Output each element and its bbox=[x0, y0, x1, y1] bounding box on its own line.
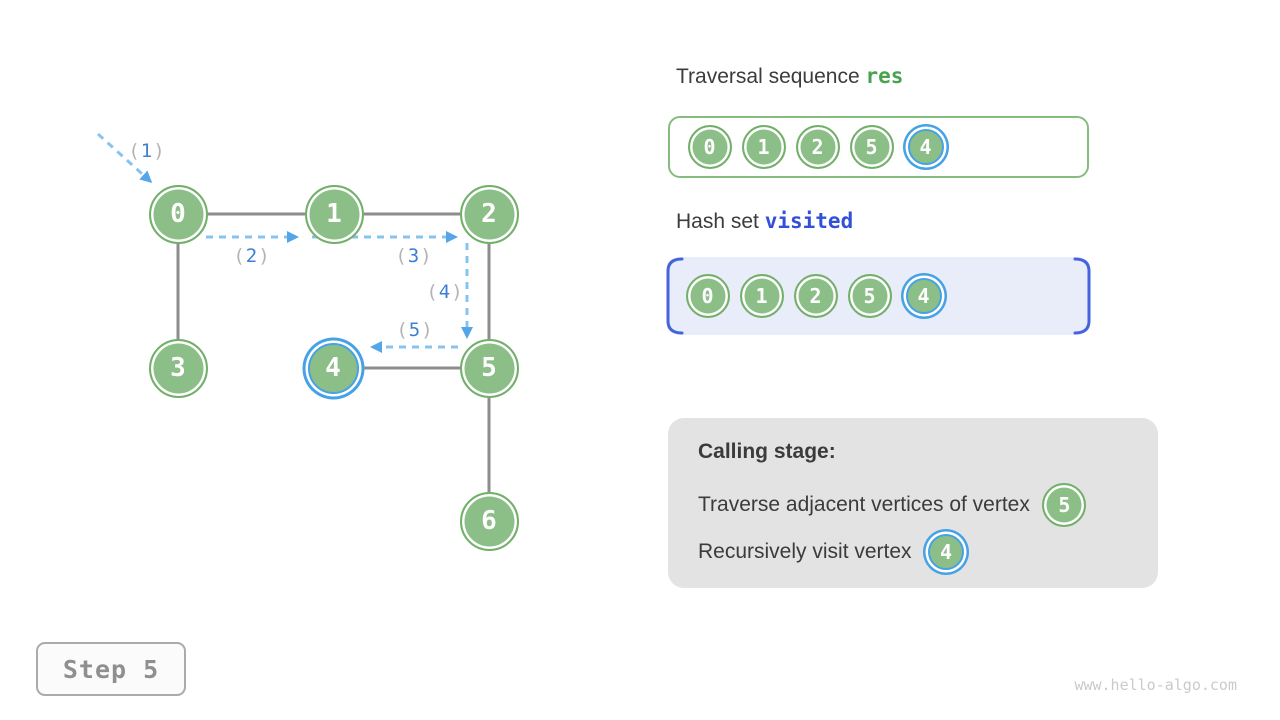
calling-stage-row-1: Traverse adjacent vertices of vertex 5 bbox=[698, 481, 1088, 528]
step-label-paren: ( bbox=[396, 319, 409, 341]
graph-node-face-0: 0 bbox=[148, 184, 208, 244]
graph-node-4: 4 bbox=[301, 336, 365, 400]
step-label-digit: 5 bbox=[408, 319, 422, 341]
vertex-chip-4: 4 bbox=[900, 273, 947, 320]
step-label-paren: ) bbox=[421, 319, 434, 341]
vertex-chip-4: 4 bbox=[902, 124, 949, 171]
vertex-chip-4: 4 bbox=[923, 528, 970, 575]
step-label-paren: ) bbox=[153, 140, 166, 162]
step-label-paren: ( bbox=[233, 245, 246, 267]
traversal-step-label-1: (1) bbox=[128, 140, 165, 162]
vertex-chip-1: 1 bbox=[740, 124, 787, 171]
graph-node-face-2: 2 bbox=[459, 184, 519, 244]
graph-node-3: 3 bbox=[146, 336, 210, 400]
graph-node-5: 5 bbox=[457, 336, 521, 400]
vertex-chip-face-0: 0 bbox=[687, 125, 732, 169]
graph-node-2: 2 bbox=[457, 182, 521, 246]
right-bracket bbox=[1073, 257, 1091, 335]
calling-stage-title: Calling stage: bbox=[698, 440, 836, 463]
vertex-chip-face-4: 4 bbox=[928, 533, 965, 570]
vertex-chip-face-5: 5 bbox=[849, 125, 894, 169]
step-label-paren: ) bbox=[451, 281, 464, 303]
vertex-chip-5: 5 bbox=[1041, 481, 1088, 528]
visited-code-label: visited bbox=[764, 209, 854, 233]
traversal-step-label-5: (5) bbox=[396, 319, 433, 341]
vertex-chip-1: 1 bbox=[738, 273, 785, 320]
graph-node-1: 1 bbox=[302, 182, 366, 246]
graph-node-face-1: 1 bbox=[304, 184, 364, 244]
step-label-digit: 2 bbox=[245, 245, 259, 267]
graph-node-face-3: 3 bbox=[148, 338, 208, 398]
traversal-arrow-1 bbox=[96, 132, 153, 184]
vertex-chip-5: 5 bbox=[848, 124, 895, 171]
watermark: www.hello-algo.com bbox=[1074, 676, 1237, 694]
step-label-paren: ) bbox=[258, 245, 271, 267]
hash-set-title-text: Hash set bbox=[676, 210, 759, 233]
calling-stage-box: Calling stage: Traverse adjacent vertice… bbox=[668, 418, 1158, 588]
traversal-sequence-title: Traversal sequence res bbox=[676, 64, 903, 89]
step-label-digit: 3 bbox=[407, 245, 421, 267]
traversal-sequence-title-text: Traversal sequence bbox=[676, 65, 860, 88]
step-label-paren: ( bbox=[426, 281, 439, 303]
vertex-chip-2: 2 bbox=[794, 124, 841, 171]
traversal-step-label-2: (2) bbox=[233, 245, 270, 267]
traversal-step-label-3: (3) bbox=[395, 245, 432, 267]
vertex-chip-face-1: 1 bbox=[739, 274, 784, 318]
vertex-chip-0: 0 bbox=[686, 124, 733, 171]
vertex-chip-face-5: 5 bbox=[847, 274, 892, 318]
step-label-digit: 1 bbox=[140, 140, 154, 162]
graph-node-face-4: 4 bbox=[307, 342, 359, 394]
step-label-paren: ( bbox=[395, 245, 408, 267]
graph-node-face-5: 5 bbox=[459, 338, 519, 398]
calling-stage-row-2: Recursively visit vertex 4 bbox=[698, 528, 970, 575]
step-label-digit: 4 bbox=[438, 281, 452, 303]
vertex-chip-face-4: 4 bbox=[907, 129, 944, 165]
left-bracket bbox=[666, 257, 684, 335]
step-label-paren: ( bbox=[128, 140, 141, 162]
hash-set-title: Hash set visited bbox=[676, 209, 853, 234]
graph-node-0: 0 bbox=[146, 182, 210, 246]
vertex-chip-0: 0 bbox=[684, 273, 731, 320]
traversal-step-label-4: (4) bbox=[426, 281, 463, 303]
step-indicator: Step 5 bbox=[36, 642, 186, 696]
step-label-paren: ) bbox=[420, 245, 433, 267]
vertex-chip-face-2: 2 bbox=[793, 274, 838, 318]
graph-node-6: 6 bbox=[457, 489, 521, 553]
vertex-chip-face-5: 5 bbox=[1042, 482, 1087, 527]
vertex-chip-2: 2 bbox=[792, 273, 839, 320]
vertex-chip-face-1: 1 bbox=[741, 125, 786, 169]
vertex-chip-face-2: 2 bbox=[795, 125, 840, 169]
res-code-label: res bbox=[865, 64, 904, 88]
graph-node-face-6: 6 bbox=[459, 491, 519, 551]
vertex-chip-face-0: 0 bbox=[685, 274, 730, 318]
calling-stage-row-text: Traverse adjacent vertices of vertex bbox=[698, 492, 1030, 516]
vertex-chip-face-4: 4 bbox=[905, 278, 942, 314]
calling-stage-row-text: Recursively visit vertex bbox=[698, 539, 912, 563]
vertex-chip-5: 5 bbox=[846, 273, 893, 320]
